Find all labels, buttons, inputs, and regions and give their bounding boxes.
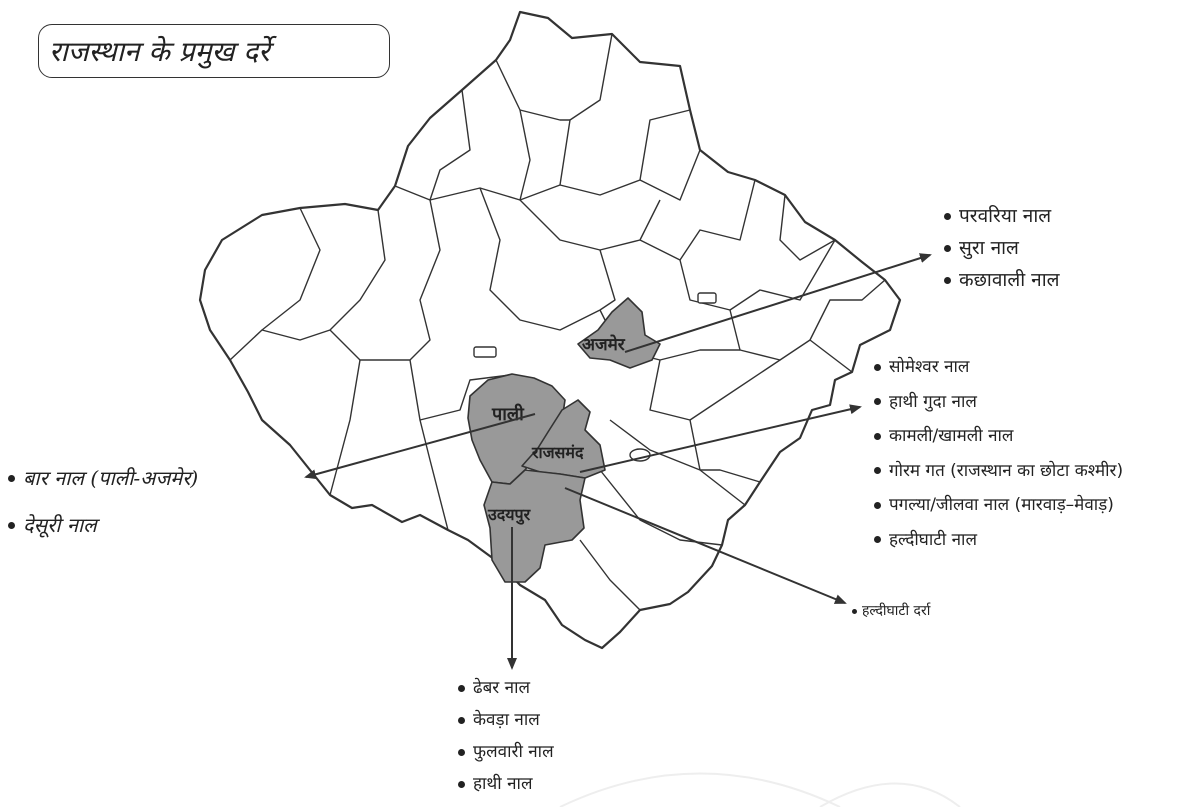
list-item: हाथी नाल [458,768,554,800]
list-item: हाथी गुदा नाल [874,385,1123,420]
arrow-icon [304,413,536,480]
watermark-arcs [559,772,961,807]
udaipur-pass-list: ढेबर नाल केवड़ा नाल फुलवारी नाल हाथी नाल [458,672,554,800]
district-ajmer-shape [577,297,661,369]
list-item: केवड़ा नाल [458,704,554,736]
bullet-dot-icon [458,748,465,756]
bullet-dot-icon [874,432,881,440]
list-item: परवरिया नाल [944,200,1060,232]
arrow-icon [579,404,862,473]
list-item: ढेबर नाल [458,672,554,704]
enclaves [473,292,717,462]
map-title-box: राजस्थान के प्रमुख दर्रे [38,24,390,78]
bullet-dot-icon [458,780,465,788]
map-title: राजस्थान के प्रमुख दर्रे [49,35,270,68]
bullet-dot-icon [8,475,15,482]
list-item: फुलवारी नाल [458,736,554,768]
bullet-dot-icon [874,467,881,475]
bullet-dot-icon [458,716,465,724]
list-item: गोरम गत (राजस्थान का छोटा कश्मीर) [874,454,1123,489]
bullet-dot-icon [944,212,951,220]
bullet-dot-icon [874,501,881,509]
list-item: कामली/खामली नाल [874,419,1123,454]
pali-pass-list: बार नाल (पाली-अजमेर) देसूरी नाल [8,455,198,549]
bullet-dot-icon [852,608,857,614]
list-item: सोमेश्वर नाल [874,350,1123,385]
ajmer-pass-list: परवरिया नाल सुरा नाल कछावाली नाल [944,200,1060,296]
district-boundaries [229,33,886,611]
rajsamand-pass-list: सोमेश्वर नाल हाथी गुदा नाल कामली/खामली न… [874,350,1123,557]
district-label-rajsamand: राजसमंद [531,443,584,462]
bullet-dot-icon [874,536,881,544]
list-item: हल्दीघाटी दर्रा [852,600,930,622]
list-item: पगल्या/जीलवा नाल (मारवाड़–मेवाड़) [874,488,1123,523]
bullet-dot-icon [944,244,951,252]
bullet-dot-icon [458,684,465,692]
bullet-dot-icon [8,522,15,529]
district-udaipur-shape [483,469,586,583]
arrow-icon [624,253,932,353]
pass-arrows [304,253,932,670]
state-outline [198,10,902,650]
list-item: देसूरी नाल [8,502,198,549]
bullet-dot-icon [874,398,881,406]
list-item: हल्दीघाटी नाल [874,523,1123,558]
list-item: सुरा नाल [944,232,1060,264]
list-item: बार नाल (पाली-अजमेर) [8,455,198,502]
haldighati-pass-list: हल्दीघाटी दर्रा [852,600,930,622]
bullet-dot-icon [874,363,881,371]
arrow-icon [564,487,847,604]
district-label-ajmer: अजमेर [582,334,626,355]
list-item: कछावाली नाल [944,264,1060,296]
district-label-udaipur: उदयपुर [487,505,532,525]
bullet-dot-icon [944,276,951,284]
highlighted-districts [467,297,661,583]
